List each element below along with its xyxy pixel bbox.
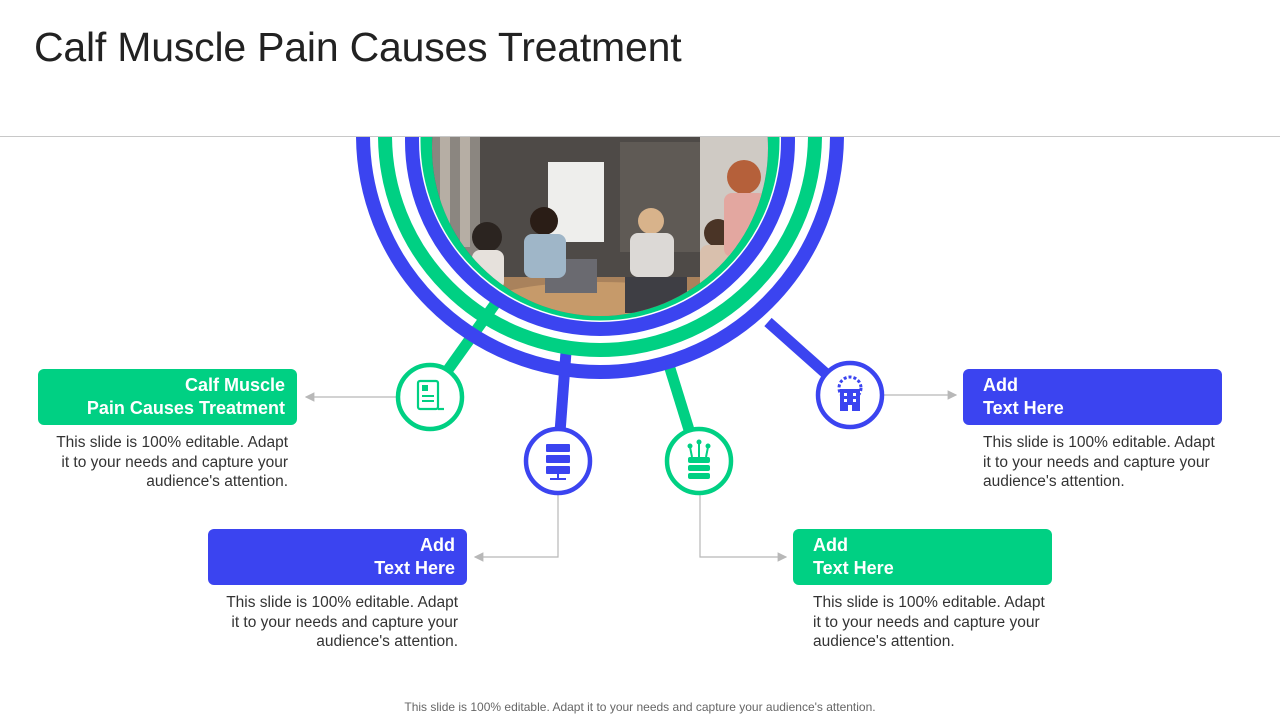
item-2-heading-box: Add Text Here — [208, 529, 467, 585]
arrow-3 — [699, 493, 788, 562]
item-2-heading-line2: Text Here — [374, 558, 455, 578]
slide-title: Calf Muscle Pain Causes Treatment — [34, 24, 682, 70]
document-checklist-icon — [395, 362, 465, 432]
item-3-heading-line2: Text Here — [813, 558, 894, 578]
outer-blue-ring — [356, 137, 844, 379]
server-rack-icon — [523, 426, 593, 496]
item-1-heading-line1: Calf Muscle — [184, 375, 285, 395]
building-gear-icon — [815, 360, 885, 430]
item-2-description: This slide is 100% editable. Adapt it to… — [226, 594, 458, 650]
item-3-heading-box: Add Text Here — [793, 529, 1052, 585]
item-3-description: This slide is 100% editable. Adapt it to… — [813, 594, 1045, 650]
item-1-heading-box: Calf Muscle Pain Causes Treatment — [38, 369, 297, 425]
arrow-2 — [473, 493, 559, 562]
inner-blue-ring — [405, 137, 795, 336]
database-network-icon — [664, 426, 734, 496]
item-2-heading-line1: Add — [420, 535, 455, 555]
item-1-description: This slide is 100% editable. Adapt it to… — [56, 434, 288, 490]
item-4-heading-box: Add Text Here — [963, 369, 1222, 425]
item-4-heading-line2: Text Here — [983, 398, 1064, 418]
middle-green-ring — [378, 137, 822, 357]
central-diagram — [304, 137, 958, 562]
item-4-heading-line1: Add — [983, 375, 1018, 395]
footer-note: This slide is 100% editable. Adapt it to… — [404, 700, 876, 714]
item-1-heading-line2: Pain Causes Treatment — [86, 398, 285, 418]
item-3-heading-line1: Add — [813, 535, 848, 555]
item-4-description: This slide is 100% editable. Adapt it to… — [983, 434, 1215, 490]
